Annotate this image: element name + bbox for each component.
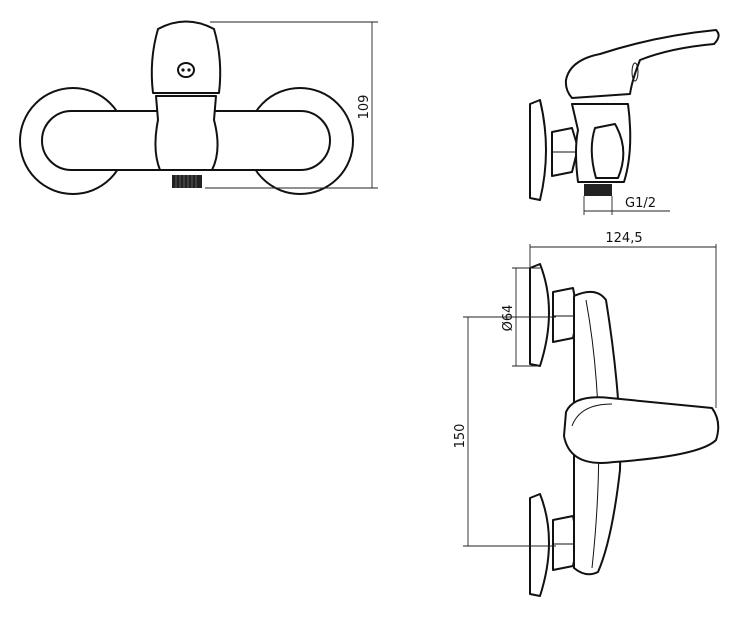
side-view: G1/2 <box>529 29 720 215</box>
front-view: 109 <box>19 20 378 195</box>
side-body-recess <box>590 123 625 179</box>
side-flange <box>529 99 547 201</box>
height-dimension-label: 109 <box>357 95 372 120</box>
handle-cap <box>150 20 222 94</box>
central-body <box>154 95 219 171</box>
diameter-dimension-label: Ø64 <box>501 305 516 332</box>
center-distance-dimension-label: 150 <box>453 424 468 449</box>
side-handle-lever <box>564 29 720 99</box>
projection-dimension-label: 124,5 <box>605 231 642 246</box>
top-flange-lower <box>529 493 550 597</box>
thread-dimension-label: G1/2 <box>625 196 656 211</box>
outlet-thread <box>172 175 202 188</box>
top-handle-lever <box>563 396 720 464</box>
top-flange-upper <box>529 263 550 367</box>
top-view: 124,5 Ø64 150 <box>453 231 720 597</box>
temperature-indicator-icon <box>177 62 195 78</box>
side-outlet-thread <box>584 184 612 196</box>
